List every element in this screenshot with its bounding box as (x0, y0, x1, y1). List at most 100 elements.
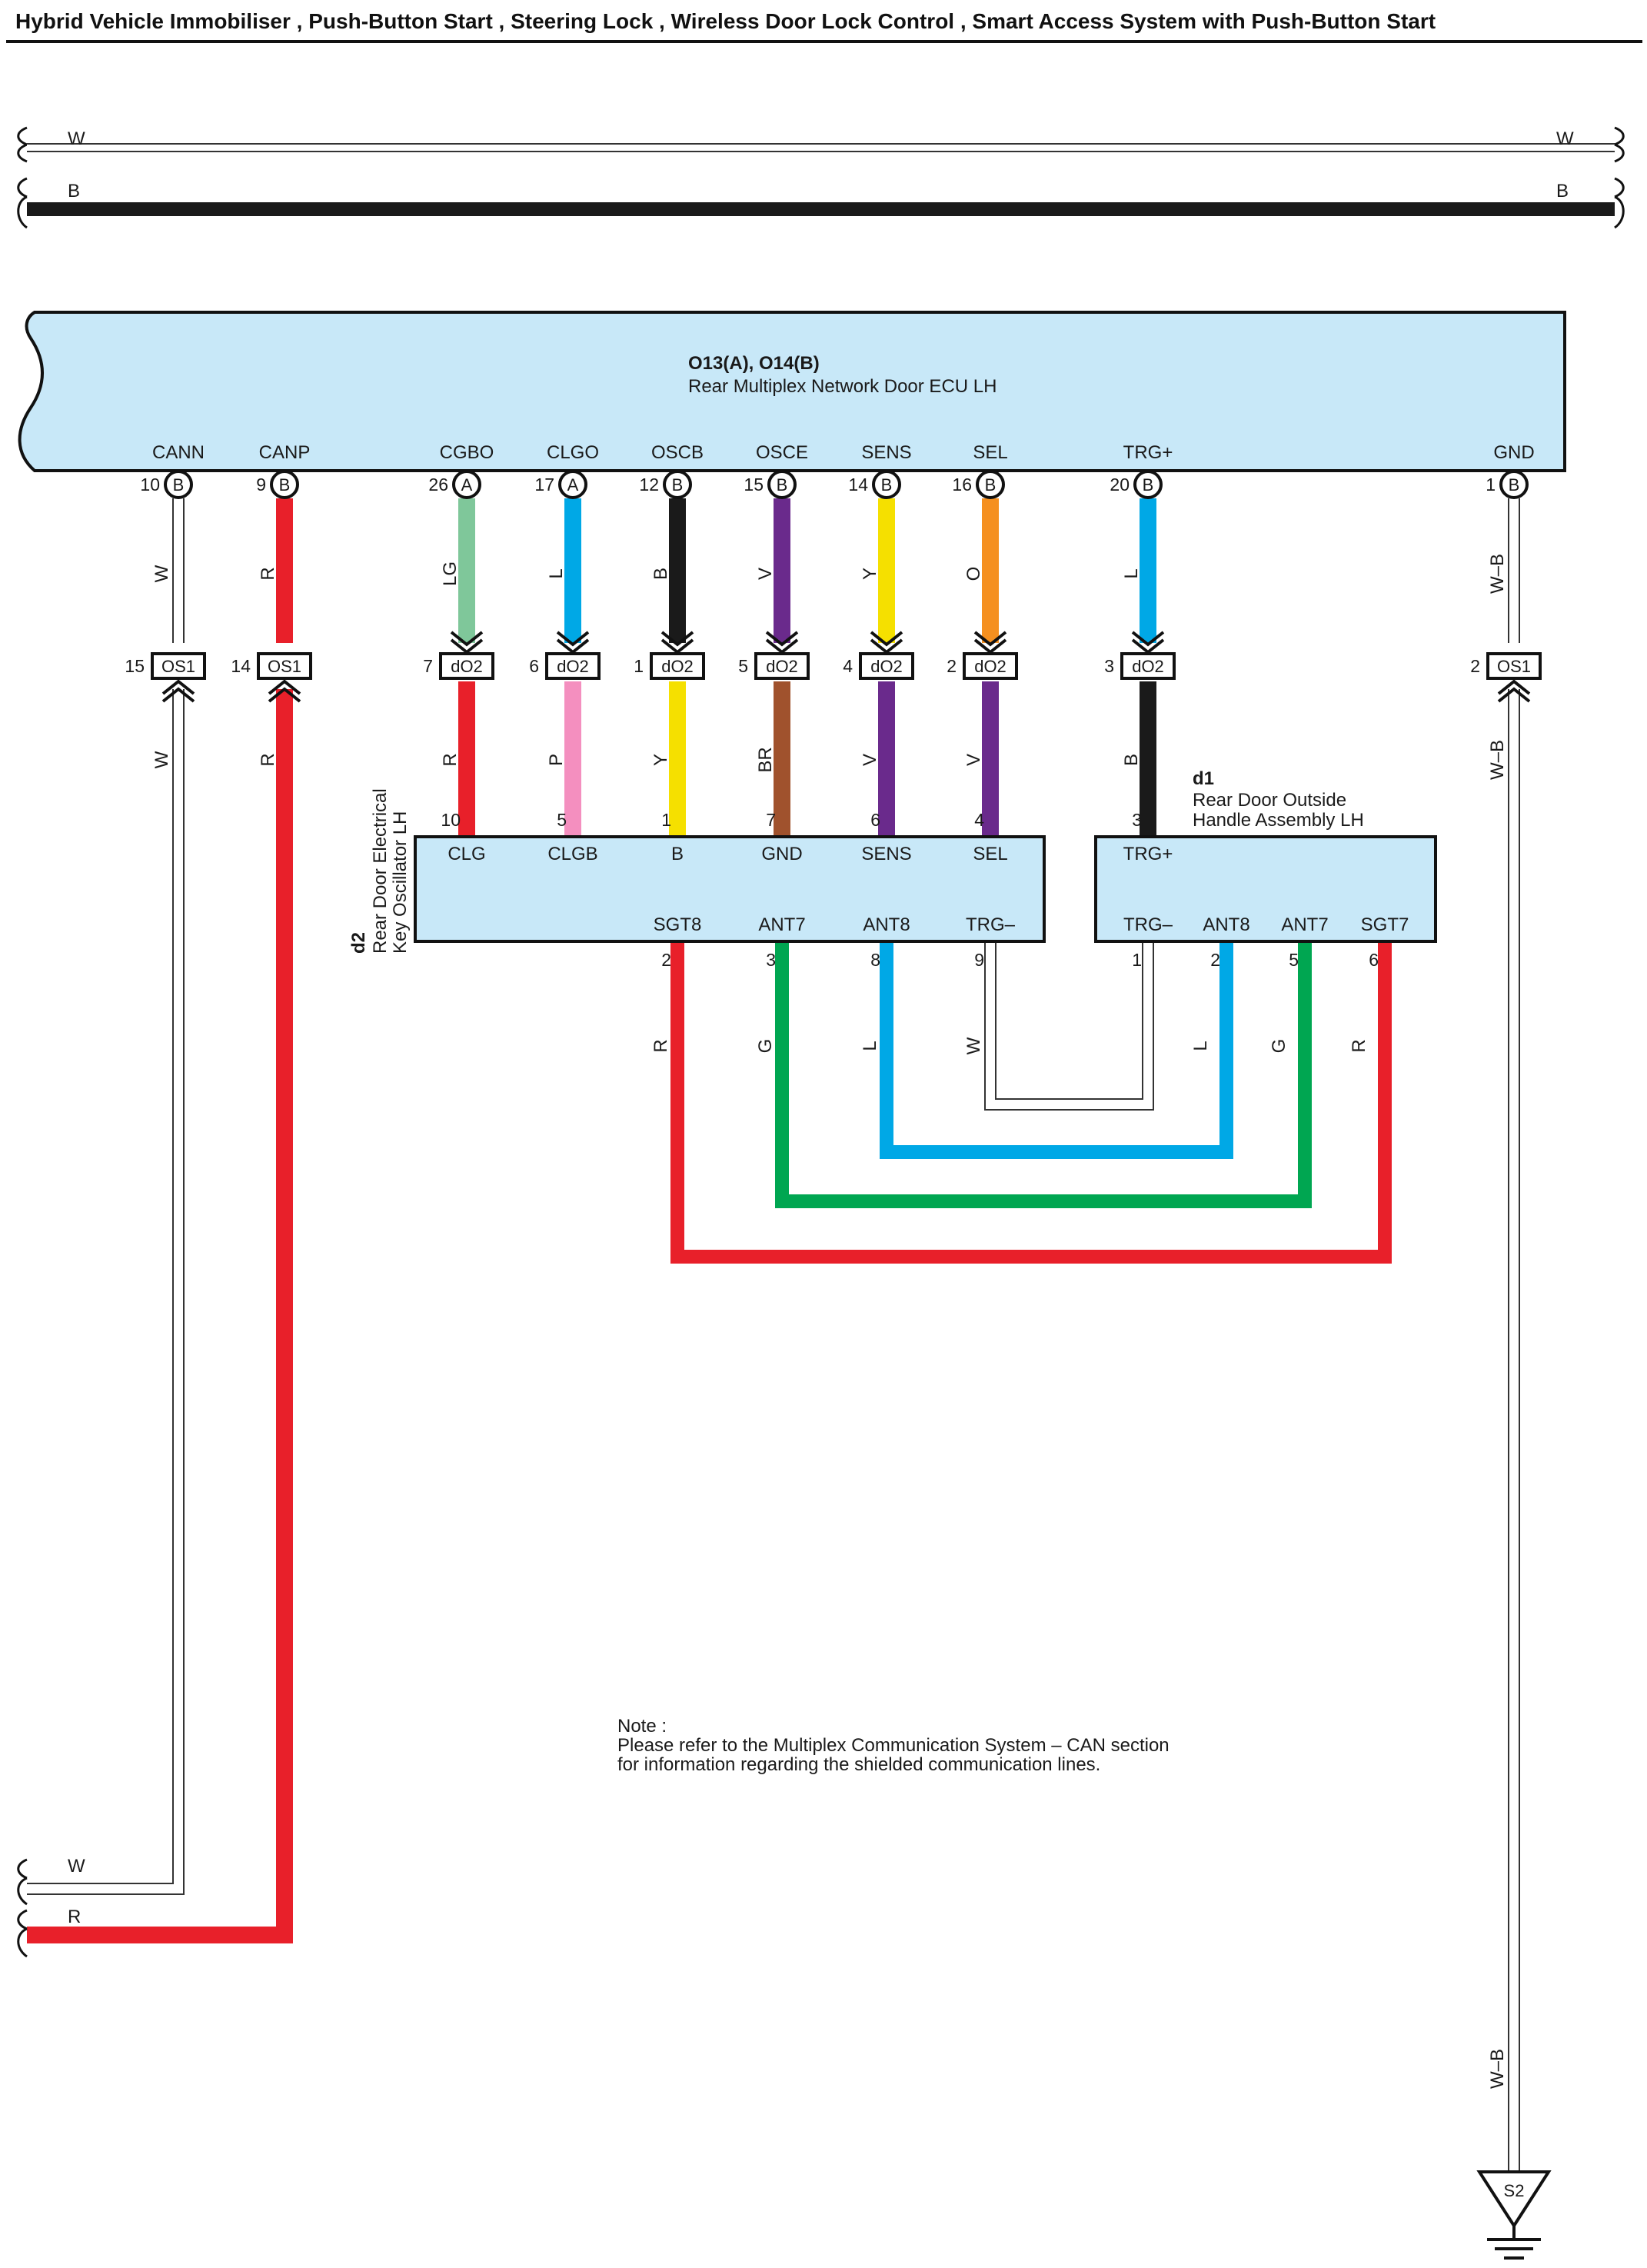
d2-top-terminal-pin: 5 (557, 810, 567, 830)
lower-wire-0-outline (27, 689, 185, 1895)
inline-connector-pin: 7 (423, 656, 433, 676)
inline-connector-pin: 2 (1470, 656, 1480, 676)
inline-connector-box (257, 652, 312, 680)
bottom-bus-w-label: W (68, 1856, 85, 1877)
d2-name-line1: Rear Door Electrical (370, 788, 391, 954)
ecu-wire-color-label: W (151, 565, 172, 582)
lower-wire-color-label: W–B (1487, 740, 1508, 780)
d2-top-terminal-pin: 7 (766, 810, 776, 830)
lower-wire-color-label: V (963, 754, 984, 766)
d2-top-terminal-pin: 4 (974, 810, 984, 830)
inline-connector-name: dO2 (661, 657, 694, 676)
d2-name-line2: Key Oscillator LH (390, 811, 411, 954)
note-line1: Note : (617, 1716, 667, 1737)
ecu-terminal-pin: 10 (140, 475, 160, 495)
d2-id: d2 (348, 932, 369, 954)
inline-connector-pin: 14 (231, 656, 251, 676)
inline-connector-name: dO2 (1132, 657, 1164, 676)
ecu-name: Rear Multiplex Network Door ECU LH (688, 376, 997, 397)
ecu-terminal-pin: 16 (952, 475, 972, 495)
d1-top-terminal-pin: 3 (1132, 810, 1142, 830)
lower-wire-0 (27, 689, 183, 1893)
d1-name-line1: Rear Door Outside (1193, 790, 1346, 811)
ecu-terminal-circle (767, 470, 797, 499)
ecu-wire-color-label: R (258, 567, 278, 580)
ecu-terminal-connector: A (567, 475, 579, 495)
d2-block: d2 Rear Door Electrical Key Oscillator L… (348, 788, 1046, 954)
ecu-terminal-connector: A (461, 475, 473, 495)
note-line3: for information regarding the shielded c… (617, 1754, 1100, 1775)
d2-bottom-terminal-pin: 2 (661, 950, 671, 970)
inline-connector-box (1120, 652, 1176, 680)
lower-wire-color-label: R (440, 753, 461, 766)
inline-chevron-lower (1497, 679, 1531, 703)
d1-bottom-terminal-label: ANT8 (1203, 914, 1249, 935)
inline-connector-box (545, 652, 601, 680)
ecu-terminal-connector: B (1509, 475, 1520, 495)
ecu-block: O13(A), O14(B) Rear Multiplex Network Do… (18, 311, 1566, 472)
inline-connector-pin: 15 (125, 656, 145, 676)
ecu-terminal-pin: 20 (1110, 475, 1130, 495)
ecu-terminal-circle (270, 470, 299, 499)
lower-wire-color-label: P (546, 754, 567, 766)
d2-top-terminal-pin: 6 (870, 810, 880, 830)
d2-bottom-terminal-label: ANT8 (863, 914, 910, 935)
d2-bottom-terminal-pin: 8 (870, 950, 880, 970)
d2-top-terminal-label: B (671, 844, 684, 864)
ecu-terminal-pin: 1 (1486, 475, 1496, 495)
ecu-terminal-label: GND (1493, 442, 1534, 463)
ecu-terminal-connector: B (985, 475, 997, 495)
inline-connector-name: OS1 (161, 657, 195, 676)
ecu-wire-color-label: W–B (1487, 554, 1508, 594)
d2-top-terminal-label: SEL (973, 844, 1007, 864)
overlay-layer: CANNB10WCANPB9RCGBOA26LGCLGOA17LOSCBB12B… (125, 442, 1542, 2089)
ecu-terminal-circle (452, 470, 481, 499)
top-bus: W W B B (17, 126, 1625, 229)
ecu-terminal-connector: B (173, 475, 185, 495)
inline-connector-box (650, 652, 705, 680)
d2-bottom-terminal-pin: 9 (974, 950, 984, 970)
d1-block: d1 Rear Door Outside Handle Assembly LH (1094, 768, 1437, 943)
wires-layer (27, 498, 1520, 2172)
d1-bottom-terminal-pin: 5 (1289, 950, 1299, 970)
d1-loop-wire-label: G (1269, 1039, 1289, 1054)
top-bus-w-label-left: W (68, 128, 85, 149)
ecu-terminal-pin: 12 (639, 475, 659, 495)
ecu-terminal-connector: B (881, 475, 893, 495)
ground-wire-label: W–B (1487, 2049, 1508, 2089)
ecu-wire-color-label: Y (860, 568, 880, 580)
inline-connector-pin: 5 (738, 656, 748, 676)
ecu-wire-color-label: L (546, 568, 567, 578)
inline-connector-box (151, 652, 206, 680)
inline-chevron-lower (161, 679, 195, 703)
ecu-terminal-label: CLGO (547, 442, 599, 463)
loop-ant7 (775, 941, 1312, 1208)
ecu-wire-color-label: L (1121, 568, 1142, 578)
ground-point: S2 (1476, 2170, 1552, 2260)
inline-connector-pin: 1 (634, 656, 644, 676)
lower-wire-color-label: W (151, 751, 172, 768)
lower-wire-color-label: Y (650, 754, 671, 766)
note-line2: Please refer to the Multiplex Communicat… (617, 1735, 1170, 1756)
ecu-terminal-label: OSCE (756, 442, 808, 463)
d2-bottom-terminal-label: SGT8 (654, 914, 702, 935)
ecu-terminal-label: CGBO (440, 442, 494, 463)
inline-connector-name: OS1 (1497, 657, 1531, 676)
ground-label: S2 (1504, 2181, 1525, 2200)
inline-chevron-lower (268, 679, 301, 703)
inline-connector-name: dO2 (870, 657, 903, 676)
lower-wire-color-label: BR (755, 747, 776, 772)
d2-loop-wire-label: R (650, 1039, 671, 1052)
ecu-terminal-connector: B (777, 475, 788, 495)
ecu-terminal-pin: 17 (534, 475, 554, 495)
ecu-terminal-circle (558, 470, 587, 499)
ecu-id: O13(A), O14(B) (688, 353, 820, 374)
ecu-terminal-connector: B (1143, 475, 1154, 495)
loop-ant8 (880, 941, 1233, 1159)
ecu-terminal-circle (164, 470, 193, 499)
ecu-terminal-circle (1499, 470, 1529, 499)
d2-top-terminal-label: GND (761, 844, 802, 864)
top-bus-b-label-left: B (68, 181, 80, 201)
lower-wire-1 (27, 689, 293, 1943)
